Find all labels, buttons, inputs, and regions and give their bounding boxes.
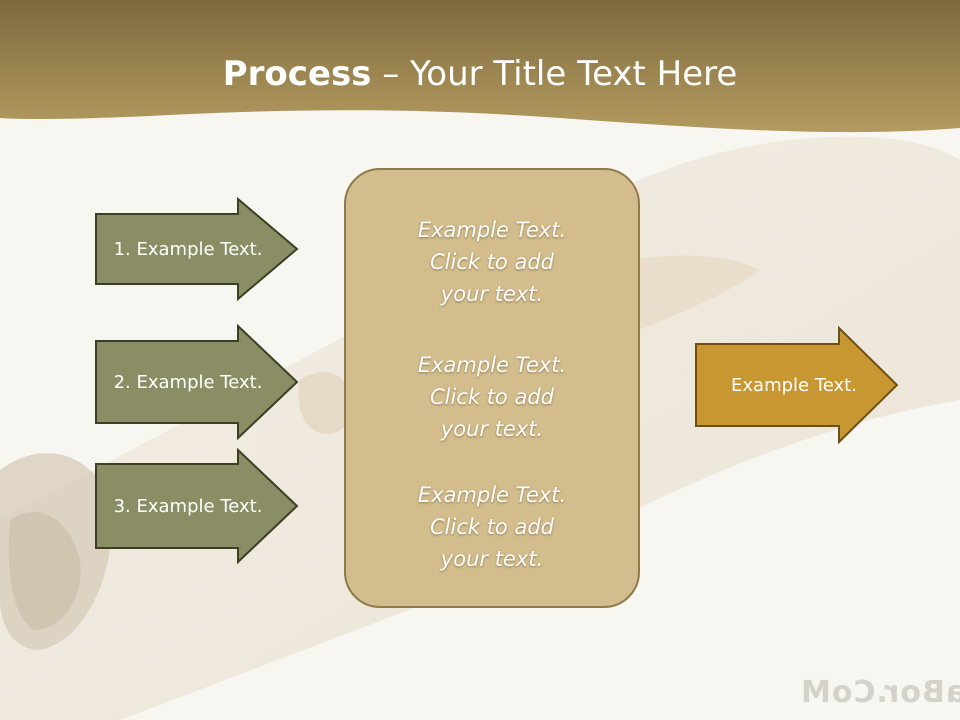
- process-box[interactable]: Example Text. Click to add your text. Ex…: [344, 168, 640, 608]
- output-arrow-label: Example Text.: [731, 374, 857, 396]
- title-bold: Process: [222, 54, 372, 94]
- arrow-shape: [695, 326, 899, 444]
- process-text-block-3: Example Text. Click to add your text.: [346, 479, 638, 575]
- input-arrow-3[interactable]: 3. Example Text.: [94, 448, 300, 564]
- process-text-line: Example Text.: [417, 218, 567, 242]
- arrow-shape: [95, 324, 299, 440]
- process-text-line: Click to add: [429, 515, 554, 539]
- process-text-line: your text.: [440, 547, 544, 571]
- input-arrow-label: 2. Example Text.: [113, 371, 263, 393]
- input-arrow-1[interactable]: 1. Example Text.: [94, 196, 300, 302]
- header-band: [0, 0, 960, 133]
- process-text-block-2: Example Text. Click to add your text.: [346, 349, 638, 445]
- input-arrow-label: 1. Example Text.: [113, 238, 263, 260]
- title-rest: – Your Title Text Here: [371, 54, 738, 94]
- process-text-block-1: Example Text. Click to add your text.: [346, 214, 638, 310]
- process-text-line: Click to add: [429, 250, 554, 274]
- process-text-line: Click to add: [429, 385, 554, 409]
- arrow-shape: [95, 196, 299, 302]
- watermark: aBor.CoM: [799, 675, 960, 710]
- process-text-line: your text.: [440, 282, 544, 306]
- input-arrow-2[interactable]: 2. Example Text.: [94, 324, 300, 440]
- process-text-line: Example Text.: [417, 353, 567, 377]
- output-arrow[interactable]: Example Text.: [694, 326, 900, 444]
- arrow-shape: [95, 448, 299, 564]
- process-text-line: your text.: [440, 417, 544, 441]
- process-text-line: Example Text.: [417, 483, 567, 507]
- input-arrow-label: 3. Example Text.: [113, 495, 263, 517]
- page-title: Process – Your Title Text Here: [0, 52, 960, 96]
